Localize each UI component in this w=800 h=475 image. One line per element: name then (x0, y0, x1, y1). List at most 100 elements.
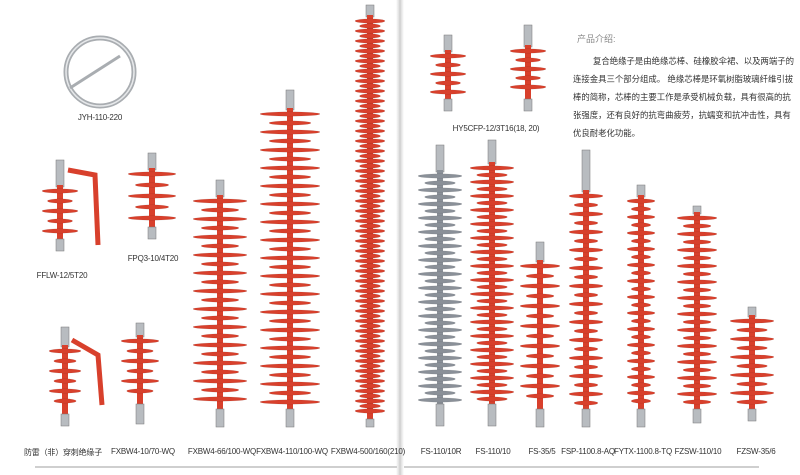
shed (476, 284, 508, 290)
grading-ring-jyh (63, 35, 137, 109)
shed (631, 222, 652, 228)
shed (200, 207, 240, 213)
shed (354, 98, 386, 104)
shed (354, 358, 386, 364)
shed (626, 342, 656, 348)
shed (568, 265, 604, 271)
core-rod (489, 162, 495, 405)
shed (359, 33, 381, 39)
end-fitting-top (55, 159, 65, 188)
shed (359, 403, 381, 409)
shed (469, 249, 515, 255)
shed (682, 367, 712, 373)
shed (573, 400, 599, 406)
shed (268, 336, 312, 342)
shed (268, 390, 312, 396)
shed (359, 83, 381, 89)
shed (631, 350, 652, 356)
shed (359, 303, 381, 309)
shed (354, 248, 386, 254)
shed (259, 381, 321, 387)
shed (429, 89, 467, 95)
shed (192, 234, 248, 240)
shed (354, 278, 386, 284)
shed (354, 258, 386, 264)
shed (469, 305, 515, 311)
shed (417, 369, 463, 375)
shed (259, 165, 321, 171)
shed (354, 228, 386, 234)
shed (192, 198, 248, 204)
shed (259, 111, 321, 117)
shed (200, 261, 240, 267)
shed (626, 230, 656, 236)
shed (354, 298, 386, 304)
shed (476, 368, 508, 374)
shed (200, 333, 240, 339)
shed (631, 238, 652, 244)
shed (568, 193, 604, 199)
shed (359, 93, 381, 99)
end-fitting-bottom (135, 403, 145, 425)
shed (354, 238, 386, 244)
shed (354, 388, 386, 394)
shed (359, 223, 381, 229)
shed (41, 228, 79, 234)
shed (268, 246, 312, 252)
shed (192, 306, 248, 312)
shed (417, 201, 463, 207)
shed (476, 256, 508, 262)
shed (359, 113, 381, 119)
shed (259, 237, 321, 243)
end-fitting-top (60, 326, 70, 348)
shed (417, 313, 463, 319)
book-spine (396, 0, 404, 475)
shed (682, 255, 712, 261)
label-fzsw-35: FZSW-35/6 (736, 447, 776, 456)
end-fitting-bottom (581, 408, 591, 428)
shed (359, 333, 381, 339)
insulator-fsp (568, 149, 604, 428)
shed (192, 378, 248, 384)
shed (469, 333, 515, 339)
shed (359, 373, 381, 379)
shed (729, 336, 775, 342)
shed (359, 313, 381, 319)
shed (573, 364, 599, 370)
page-edge-left (35, 466, 397, 468)
label-fs-110-10r: FS-110/10R (420, 447, 462, 456)
intro-body: 复合绝缘子是由绝缘芯棒、硅橡胶伞裙、以及两端子的连接金具三个部分组成。 绝缘芯棒… (573, 56, 794, 138)
end-fitting-bottom (523, 98, 533, 112)
end-fitting-bottom (636, 408, 646, 428)
end-fitting-top (535, 241, 545, 263)
shed (354, 218, 386, 224)
shed (424, 376, 456, 382)
shed (682, 239, 712, 245)
shed (126, 348, 154, 354)
shed (631, 206, 652, 212)
shed (359, 383, 381, 389)
shed (47, 198, 73, 204)
shed (354, 158, 386, 164)
insulator-fflw (41, 159, 79, 252)
label-fytx: FYTX-1100.8-TQ (614, 447, 672, 456)
shed (626, 294, 656, 300)
shed (573, 346, 599, 352)
shed (429, 71, 467, 77)
shed (359, 73, 381, 79)
shed (259, 183, 321, 189)
end-fitting-top (523, 24, 533, 48)
end-fitting-top (135, 322, 145, 338)
shed (676, 231, 718, 237)
label-fzsw-110: FZSW-110/10 (674, 447, 722, 456)
shed (268, 192, 312, 198)
core-rod (638, 195, 644, 410)
shed (359, 43, 381, 49)
shed (268, 138, 312, 144)
shed (259, 363, 321, 369)
shed (200, 369, 240, 375)
shed (127, 215, 177, 221)
shed (469, 389, 515, 395)
shed (424, 278, 456, 284)
shed (509, 84, 547, 90)
